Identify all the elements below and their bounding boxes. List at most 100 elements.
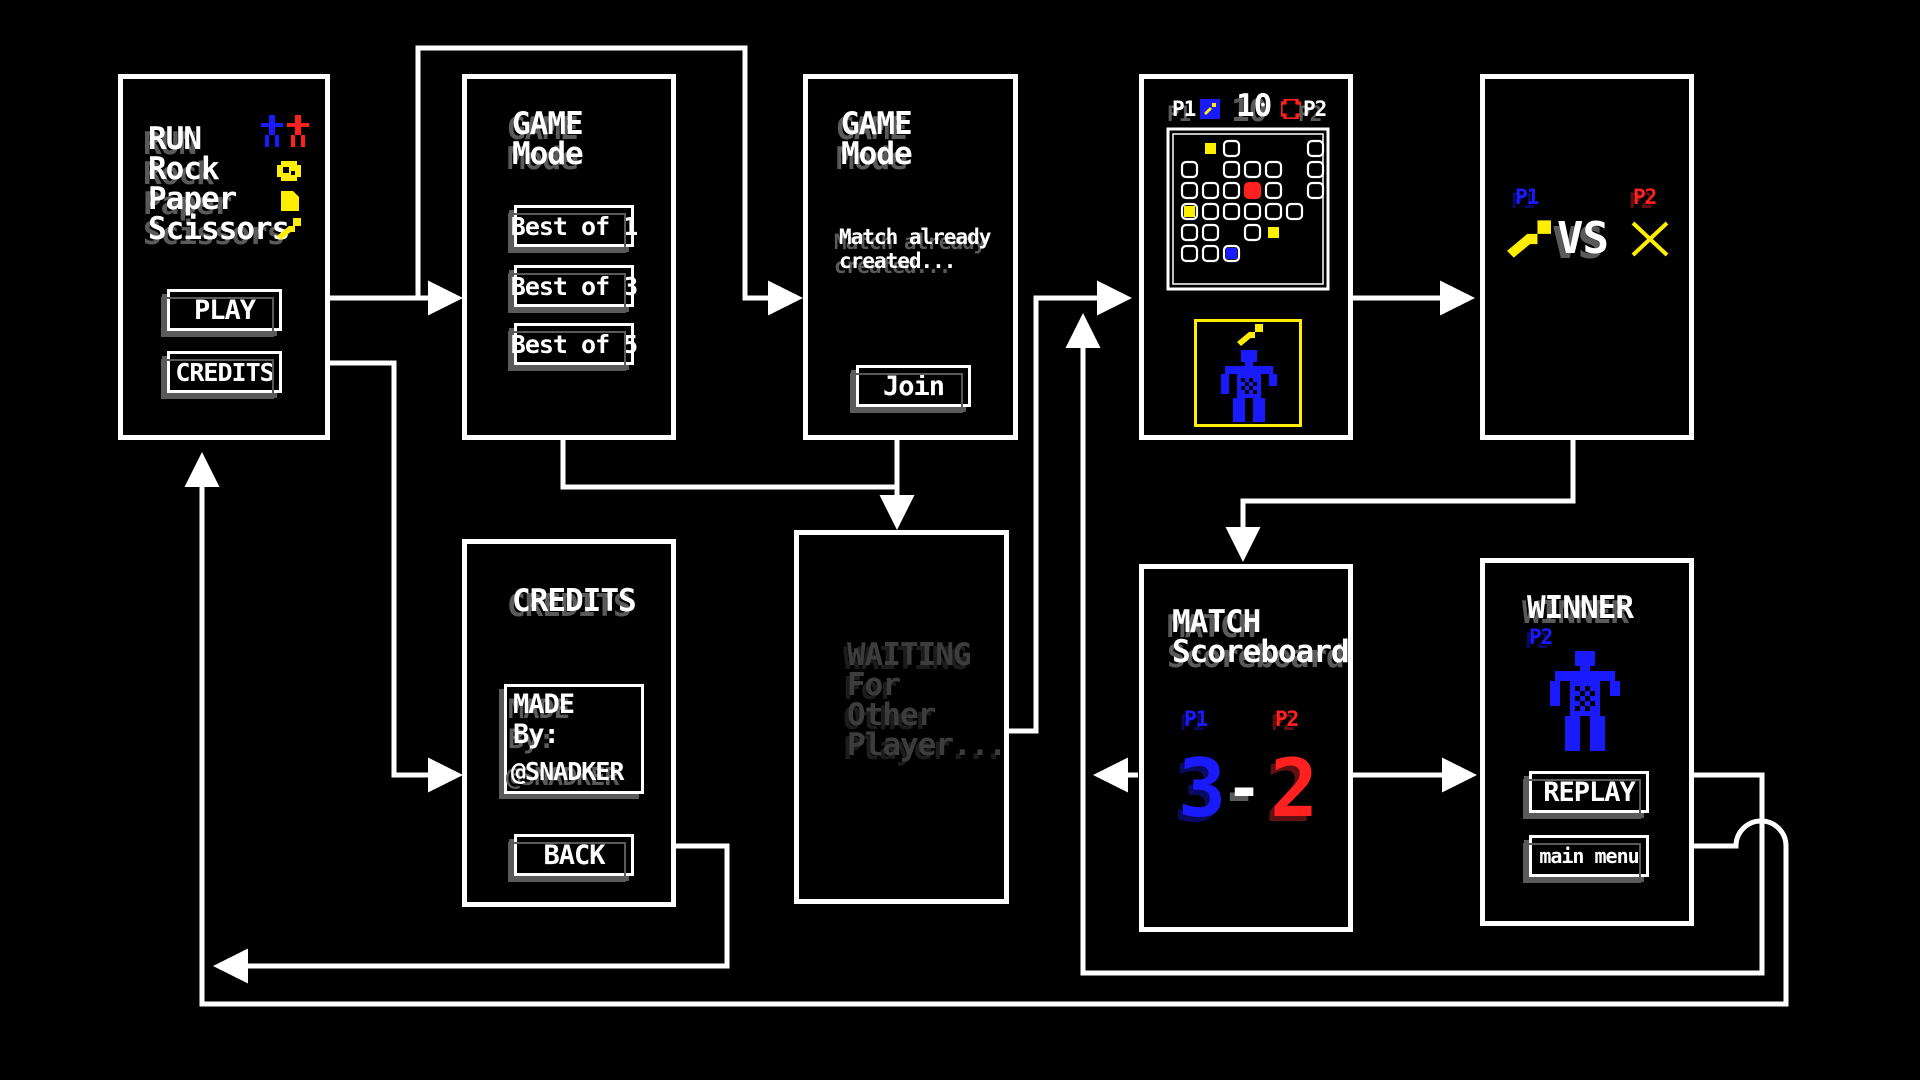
board-cell (1285, 202, 1304, 221)
credits-title: CREDITS (512, 583, 637, 619)
board-cell (1264, 181, 1283, 200)
vs-p2-unknown-icon (1631, 221, 1669, 257)
board-cell (1306, 181, 1325, 200)
arrow-vs-to-scoreboard (1225, 437, 1576, 562)
credits-screen-panel: CREDITS MADE By: @SNADKER BACK (462, 539, 676, 907)
scoreboard-panel: MATCH Scoreboard P1 P2 3 - 2 (1139, 564, 1353, 932)
arrow-mainmenu-to-title (184, 452, 1789, 1007)
arrow-back-to-title (213, 843, 730, 984)
winner-player-sprite (1550, 651, 1620, 751)
vs-p2-label: P2 (1633, 185, 1657, 209)
waiting-line1: WAITING (847, 637, 972, 673)
game-p1-label: P1 (1172, 97, 1196, 121)
game-mode-panel: GAME Mode Best of 1 Best of 3 Best of 5 (462, 74, 676, 440)
arrow-waiting-to-game (992, 280, 1132, 734)
title-line-scissors: Scissors (148, 211, 290, 247)
paper-icon (281, 191, 299, 211)
join-title-line1: GAME (841, 106, 913, 142)
title-screen-panel: RUN Rock Paper Scissors PLAY CREDITS (118, 74, 330, 440)
scissors-icon (277, 218, 301, 240)
board-cell (1201, 244, 1220, 263)
play-button[interactable]: PLAY (161, 289, 282, 337)
game-mode-title-line1: GAME (512, 106, 584, 142)
board-cell (1201, 202, 1220, 221)
game-screen-panel: P1 10 P2 (1139, 74, 1353, 440)
game-mode-title-line2: Mode (512, 136, 584, 172)
by-line: By: (513, 719, 560, 750)
scoreboard-p1-label: P1 (1184, 707, 1208, 731)
board-cell (1222, 139, 1241, 158)
board-item (1205, 143, 1216, 154)
arrow-gamemode-to-waiting (560, 437, 897, 490)
game-mode-join-panel: GAME Mode Match already created... Join (803, 74, 1018, 440)
selected-scissors-icon (1237, 324, 1263, 346)
replay-button[interactable]: REPLAY (1523, 771, 1649, 819)
board-cell (1222, 181, 1241, 200)
match-created-line1: Match already (839, 225, 991, 249)
board-cell (1222, 160, 1241, 179)
author-name: @SNADKER (511, 757, 624, 786)
board-item (1268, 227, 1279, 238)
board-cell (1222, 244, 1241, 263)
best-of-1-button[interactable]: Best of 1 (508, 205, 638, 253)
p1-scissors-icon (1200, 99, 1220, 119)
join-button[interactable]: Join (850, 365, 971, 413)
vs-p1-scissors-icon (1507, 220, 1551, 258)
arrow-replay-to-game (1065, 313, 1765, 976)
winner-player-label: P2 (1529, 625, 1553, 649)
board-cell (1243, 202, 1262, 221)
vs-label: VS (1557, 213, 1609, 264)
waiting-line3: Other (847, 697, 936, 733)
match-created-line2: created... (839, 249, 956, 273)
p2-rock-icon (1281, 99, 1301, 119)
player1-sprite (1221, 350, 1277, 422)
board-cell (1201, 223, 1220, 242)
board-cell (1243, 223, 1262, 242)
selected-item-box (1194, 319, 1302, 427)
winner-screen-panel: WINNER P2 REPLAY main menu (1480, 558, 1694, 926)
back-button[interactable]: BACK (508, 834, 634, 882)
made-line: MADE (513, 689, 575, 720)
made-by-box: MADE By: @SNADKER (504, 684, 644, 794)
board-cell (1180, 202, 1199, 221)
title-line-rock: Rock (148, 151, 220, 187)
scoreboard-title-line1: MATCH (1172, 604, 1261, 640)
board-cell (1180, 181, 1199, 200)
waiting-line2: For (847, 667, 901, 703)
game-board (1166, 127, 1330, 291)
join-title-line2: Mode (841, 136, 913, 172)
board-cell (1180, 244, 1199, 263)
p1-score: 3 (1178, 742, 1226, 835)
waiting-line4: Player... (847, 727, 1007, 763)
board-cell (1243, 181, 1262, 200)
scoreboard-p2-label: P2 (1275, 707, 1299, 731)
board-cell (1180, 160, 1199, 179)
board-cell (1306, 160, 1325, 179)
best-of-3-button[interactable]: Best of 3 (508, 265, 638, 313)
arrow-credits-to-credits-screen (294, 360, 463, 793)
players-icon (261, 115, 309, 147)
board-cell (1201, 181, 1220, 200)
board-cell (1306, 139, 1325, 158)
scoreboard-title-line2: Scoreboard (1172, 634, 1350, 670)
board-cell (1264, 160, 1283, 179)
p2-score: 2 (1270, 742, 1318, 835)
board-cell (1264, 202, 1283, 221)
best-of-5-button[interactable]: Best of 5 (508, 323, 638, 371)
title-line-run: RUN (148, 121, 202, 157)
game-timer: 10 (1236, 88, 1272, 124)
credits-button[interactable]: CREDITS (161, 351, 282, 399)
waiting-screen-panel: WAITING For Other Player... (794, 530, 1009, 904)
board-item (1184, 206, 1195, 217)
board-cell (1180, 223, 1199, 242)
title-line-paper: Paper (148, 181, 237, 217)
arrow-top-loop-to-join (415, 45, 803, 316)
board-item (1226, 248, 1237, 259)
rock-icon (277, 161, 301, 181)
vs-p1-label: P1 (1515, 185, 1539, 209)
main-menu-button[interactable]: main menu (1523, 835, 1649, 883)
winner-title: WINNER (1527, 590, 1634, 626)
board-cell (1222, 202, 1241, 221)
